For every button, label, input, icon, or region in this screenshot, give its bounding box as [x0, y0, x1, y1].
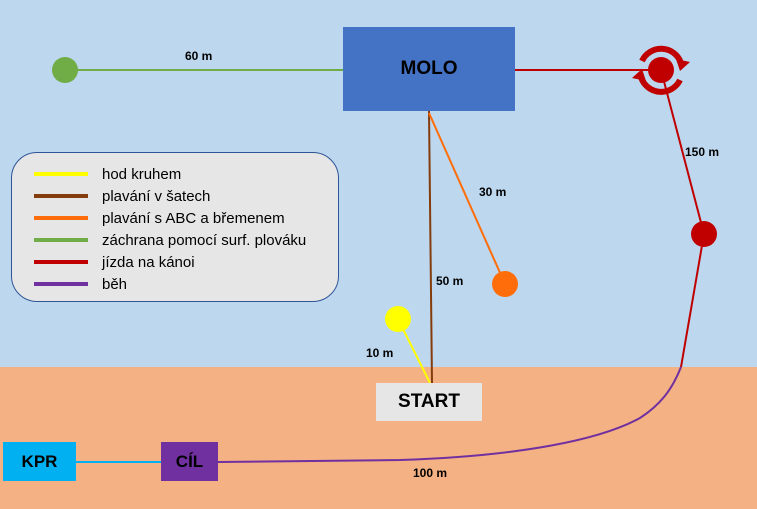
- distance-kanoe: 150 m: [685, 145, 720, 159]
- distance-plavani-v-satech: 50 m: [436, 274, 464, 288]
- kpr-label: KPR: [21, 451, 58, 471]
- hod-kruhem-target: [385, 306, 411, 332]
- kanoe-line-down: [660, 69, 705, 235]
- distance-zachrana: 60 m: [185, 49, 213, 63]
- legend-label: záchrana pomocí surf. plováku: [102, 231, 307, 249]
- rotate-arrows-icon: [632, 45, 690, 95]
- plavani-v-satech-line: [428, 110, 433, 384]
- cil-box: CÍL: [161, 442, 218, 481]
- legend: hod kruhem plavání v šatech plavání s AB…: [11, 152, 339, 302]
- cil-label: CÍL: [175, 451, 204, 471]
- zachrana-buoy: [52, 57, 78, 83]
- rotate-arrow-upper: [639, 45, 684, 65]
- legend-label: hod kruhem: [102, 165, 182, 183]
- molo-label: MOLO: [400, 58, 458, 79]
- start-label: START: [398, 391, 460, 412]
- rotate-arrowhead-lower: [632, 69, 646, 81]
- legend-label: plavání s ABC a břemenem: [102, 209, 285, 227]
- legend-label: běh: [102, 275, 128, 293]
- kanoe-turn-buoy: [648, 57, 674, 83]
- legend-swatch-plavani-abc: [34, 216, 88, 220]
- beh-path: [217, 366, 682, 463]
- distance-beh: 100 m: [413, 466, 448, 480]
- legend-label: jízda na kánoi: [102, 253, 195, 271]
- legend-swatch-plavani-v-satech: [34, 194, 88, 198]
- legend-swatch-hod-kruhem: [34, 172, 88, 176]
- kanoe-line-shore: [680, 233, 705, 368]
- plavani-abc-buoy: [492, 271, 518, 297]
- plavani-abc-line: [428, 112, 506, 285]
- molo-box: MOLO: [343, 27, 515, 111]
- distance-plavani-abc: 30 m: [479, 185, 507, 199]
- kpr-box: KPR: [3, 442, 76, 481]
- rotate-arrow-lower: [638, 75, 683, 95]
- rotate-arrowhead-upper: [676, 59, 690, 71]
- start-box: START: [376, 383, 482, 421]
- legend-swatch-zachrana: [34, 238, 88, 242]
- legend-swatch-beh: [34, 282, 88, 286]
- kanoe-buoy: [691, 221, 717, 247]
- distance-hod-kruhem: 10 m: [366, 346, 394, 360]
- legend-swatch-kanoe: [34, 260, 88, 264]
- legend-label: plavání v šatech: [102, 187, 211, 205]
